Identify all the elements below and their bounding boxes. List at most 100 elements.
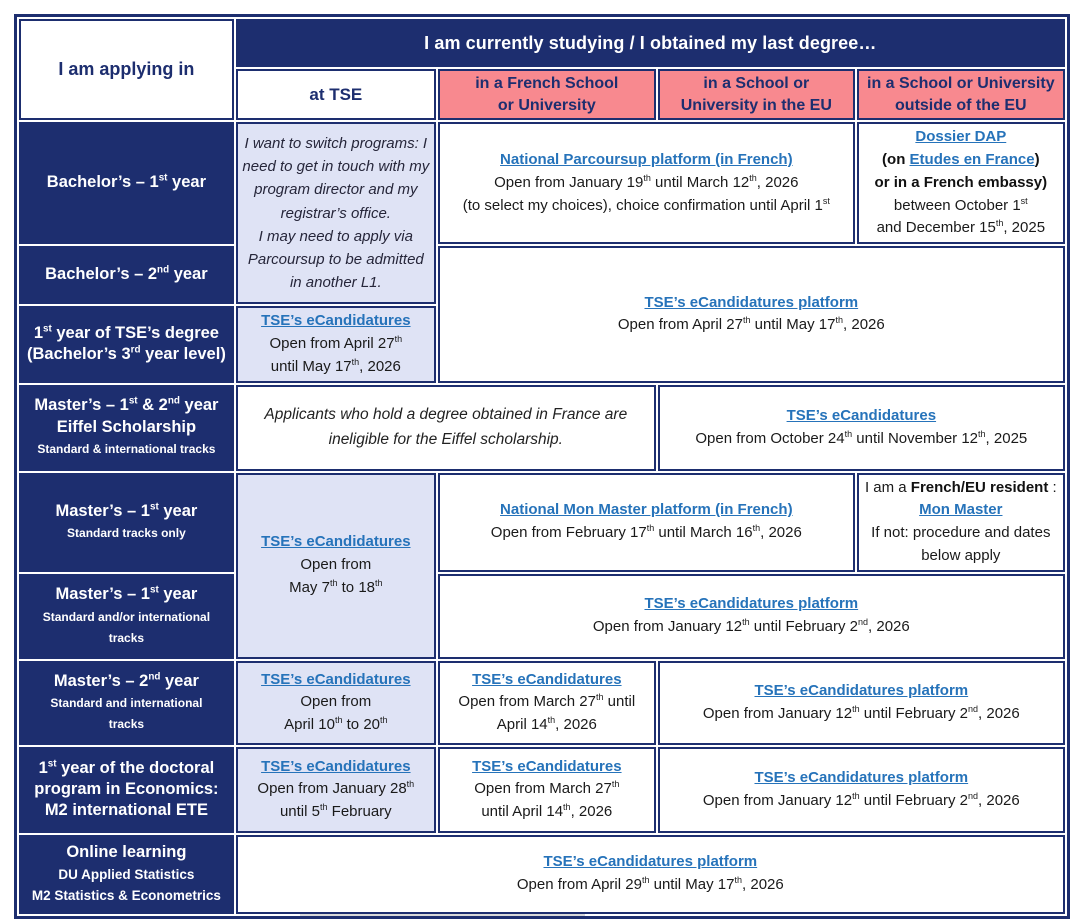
text-run: until 5th February bbox=[279, 802, 392, 821]
text-run: Master’s – 1st year bbox=[55, 501, 198, 520]
text-run: 1st year of the doctoral bbox=[38, 758, 215, 777]
text-run: Open from January 12th until February 2n… bbox=[702, 790, 1020, 809]
text-run: in a School or bbox=[703, 75, 810, 92]
ecandidatures-link[interactable]: TSE’s eCandidatures bbox=[786, 406, 937, 424]
cell-parcoursup[interactable]: National Parcoursup platform (in French)… bbox=[437, 122, 855, 245]
text-run: ) bbox=[1034, 150, 1040, 168]
row-header-doctoral-program: 1st year of the doctoral program in Econo… bbox=[19, 746, 234, 833]
text-run: (Bachelor’s 3rd year level) bbox=[27, 344, 226, 364]
ecandidatures-platform-link[interactable]: TSE’s eCandidatures platform bbox=[754, 681, 969, 699]
ecandidatures-platform-link[interactable]: TSE’s eCandidatures platform bbox=[543, 853, 758, 871]
text-run: Open from February 17th until March 16th… bbox=[490, 523, 802, 542]
ecandidatures-link[interactable]: TSE’s eCandidatures bbox=[261, 670, 411, 688]
ecandidatures-link[interactable]: TSE’s eCandidatures bbox=[261, 312, 411, 330]
text-run: and December 15th, 2025 bbox=[876, 218, 1046, 237]
text-run: Open from bbox=[300, 556, 372, 574]
ecandidatures-platform-link[interactable]: TSE’s eCandidatures platform bbox=[644, 293, 859, 311]
text-run: at TSE bbox=[309, 84, 363, 104]
mon-master-link[interactable]: Mon Master bbox=[919, 501, 1003, 519]
text-run: (to select my choices), choice confirmat… bbox=[462, 195, 830, 214]
text-run: Master’s – 2nd year bbox=[53, 671, 199, 690]
text-run: need to get in touch with my bbox=[242, 158, 430, 176]
ecandidatures-link[interactable]: TSE’s eCandidatures bbox=[472, 670, 622, 688]
row-header-bachelor-1st-year: Bachelor’s – 1st year bbox=[19, 122, 234, 245]
dossier-dap-link[interactable]: Dossier DAP bbox=[915, 128, 1007, 146]
text-run: I want to switch programs: I bbox=[244, 134, 428, 152]
mon-master-platform-link[interactable]: National Mon Master platform (in French) bbox=[500, 501, 793, 519]
text-run: program in Economics: bbox=[34, 780, 219, 799]
text-run: Standard & international tracks bbox=[37, 442, 216, 457]
text-run: until May 17th, 2026 bbox=[270, 356, 401, 375]
corner-header: I am applying in bbox=[19, 19, 234, 121]
text-run: Bachelor’s – 2nd year bbox=[45, 264, 208, 284]
text-run: : bbox=[1048, 478, 1057, 496]
text-run: I am applying in bbox=[58, 59, 195, 80]
text-run: Standard and international bbox=[50, 696, 203, 711]
text-run: April 10th to 20th bbox=[284, 715, 388, 734]
text-run: ineligible for the Eiffel scholarship. bbox=[328, 430, 563, 448]
ecandidatures-platform-link[interactable]: TSE’s eCandidatures platform bbox=[644, 595, 859, 613]
text-run: French/EU resident bbox=[910, 478, 1049, 496]
text-run: Standard and/or international bbox=[42, 609, 211, 624]
top-band-header: I am currently studying / I obtained my … bbox=[235, 19, 1065, 67]
text-run: Standard tracks only bbox=[67, 526, 186, 541]
text-run: (on bbox=[882, 150, 910, 168]
text-run: Open from bbox=[300, 693, 372, 711]
text-run: May 7th to 18th bbox=[289, 578, 383, 597]
text-run: If not: procedure and dates bbox=[871, 524, 1051, 542]
text-run: Master’s – 1st & 2nd year bbox=[34, 395, 219, 415]
text-run: or University bbox=[497, 96, 596, 114]
ecandidatures-link[interactable]: TSE’s eCandidatures bbox=[261, 533, 411, 551]
text-run: Parcoursup to be admitted bbox=[247, 251, 424, 269]
text-run: Open from April 29th until May 17th, 202… bbox=[516, 875, 784, 894]
cell-dossier-dap[interactable]: Dossier DAP(on Etudes en France)or in a … bbox=[856, 122, 1065, 245]
etudes-en-france-link[interactable]: Etudes en France bbox=[909, 150, 1035, 168]
parcoursup-platform-link[interactable]: National Parcoursup platform (in French) bbox=[500, 150, 793, 168]
ecandidatures-platform-link[interactable]: TSE’s eCandidatures platform bbox=[754, 768, 969, 786]
text-run: Bachelor’s – 1st year bbox=[46, 172, 207, 192]
text-run: M2 Statistics & Econometrics bbox=[31, 887, 221, 903]
text-run: tracks bbox=[108, 630, 145, 645]
text-run: Master’s – 1st year bbox=[55, 584, 198, 604]
text-run: Open from January 12th until February 2n… bbox=[592, 617, 910, 636]
text-run: registrar’s office. bbox=[280, 204, 391, 222]
row-header-bachelor-2nd-year: Bachelor’s – 2nd year bbox=[19, 246, 234, 305]
text-run: April 14th, 2026 bbox=[496, 715, 597, 734]
text-run: Open from January 12th until February 2n… bbox=[702, 703, 1020, 722]
text-run: tracks bbox=[108, 717, 145, 732]
text-run: Applicants who hold a degree obtained in… bbox=[264, 405, 628, 423]
text-run: Open from April 27th until May 17th, 202… bbox=[617, 315, 885, 334]
cell-mon-master[interactable]: National Mon Master platform (in French)… bbox=[437, 472, 855, 572]
cell-switch-programs-note: I want to switch programs: I need to get … bbox=[235, 122, 436, 305]
text-run: Open from January 19th until March 12th,… bbox=[494, 172, 799, 191]
ecandidatures-link[interactable]: TSE’s eCandidatures bbox=[472, 757, 622, 775]
text-run: I may need to apply via bbox=[258, 227, 413, 245]
page-bottom-divider bbox=[300, 914, 585, 916]
text-run: in a School or University bbox=[867, 75, 1055, 92]
text-run: I am currently studying / I obtained my … bbox=[424, 32, 877, 53]
text-run: until April 14th, 2026 bbox=[481, 802, 613, 821]
ecandidatures-link[interactable]: TSE’s eCandidatures bbox=[261, 757, 411, 775]
